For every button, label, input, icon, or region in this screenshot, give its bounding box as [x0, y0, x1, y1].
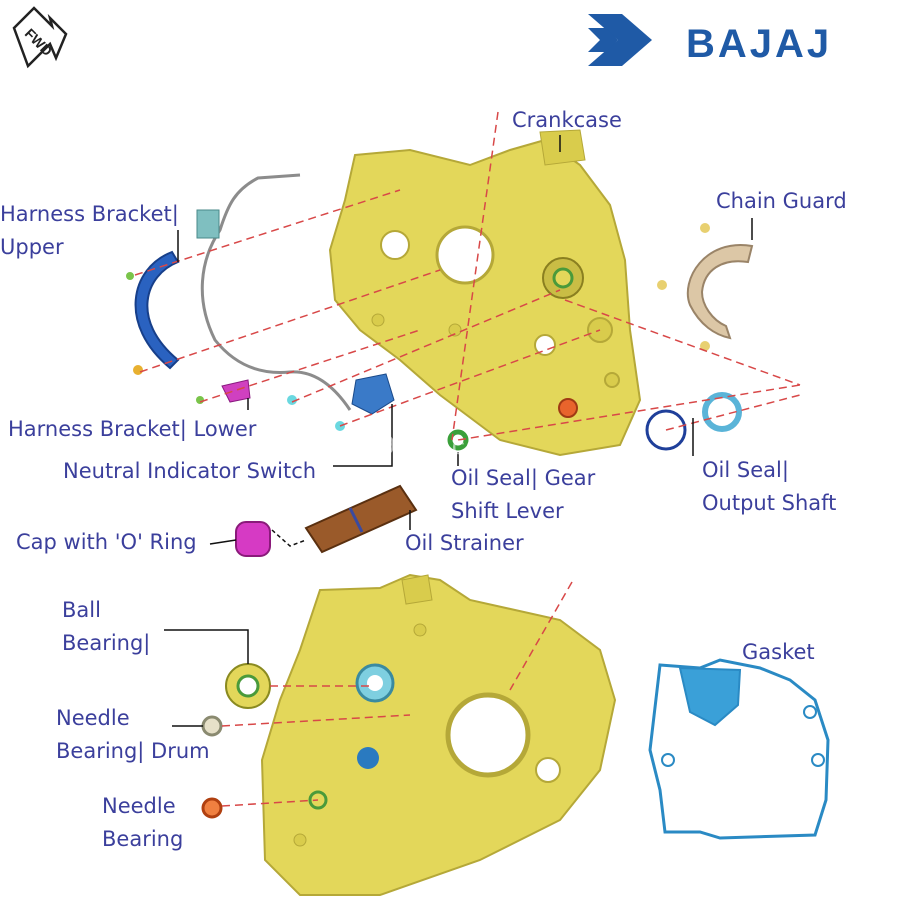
assembly-axes: [134, 111, 801, 807]
label-oil-seal-gear-line1: Oil Seal| Gear: [451, 466, 596, 490]
label-chain-guard: Chain Guard: [716, 189, 847, 213]
harness-bracket-lower-illustration: [196, 379, 297, 405]
oil-seal-gear-shift-illustration: [447, 429, 469, 451]
chain-guard-illustration: [657, 223, 754, 351]
ball-bearing-illustration: [225, 663, 271, 709]
wire-harness-illustration: [200, 173, 352, 411]
o-ring-illustration: [645, 409, 687, 451]
needle-bearing-drum-illustration: [201, 715, 223, 737]
label-needle-line1: Needle: [102, 794, 176, 818]
label-needle-drum-line1: Needle: [56, 706, 130, 730]
label-harness-lower: Harness Bracket| Lower: [8, 417, 257, 441]
connector-illustration: [196, 209, 220, 239]
label-oil-seal-output-line1: Oil Seal|: [702, 458, 789, 482]
label-needle-drum-line2: Bearing| Drum: [56, 739, 210, 763]
label-oil-strainer: Oil Strainer: [405, 531, 524, 555]
label-needle-line2: Bearing: [102, 827, 184, 851]
label-harness-upper-line2: Upper: [0, 235, 64, 259]
gasket-illustration: [648, 658, 830, 840]
oil-seal-output-illustration: [702, 392, 742, 432]
label-oil-seal-gear-line2: Shift Lever: [451, 499, 564, 523]
label-oil-seal-output-line2: Output Shaft: [702, 491, 837, 515]
needle-bearing-illustration: [201, 797, 223, 819]
leader-lines: [164, 135, 753, 727]
watermark: 99rpm.com: [365, 430, 505, 460]
brand-logo-text: BAJAJ: [686, 22, 833, 66]
label-ball-bearing-line2: Bearing|: [62, 631, 151, 655]
oil-strainer-illustration: [304, 484, 418, 554]
label-neutral-switch: Neutral Indicator Switch: [63, 459, 317, 483]
fwd-arrow-icon: FWD: [12, 6, 68, 69]
label-gasket: Gasket: [742, 640, 815, 664]
cap-o-ring-illustration: [235, 521, 271, 557]
label-ball-bearing-line1: Ball: [62, 598, 101, 622]
label-harness-upper-line1: Harness Bracket|: [0, 202, 179, 226]
bajaj-logo-icon: [588, 14, 652, 66]
crankcase-lower-illustration: [260, 573, 617, 896]
label-crankcase: Crankcase: [512, 108, 622, 132]
harness-bracket-upper-illustration: [126, 250, 180, 375]
label-cap-o-ring: Cap with 'O' Ring: [16, 530, 197, 554]
